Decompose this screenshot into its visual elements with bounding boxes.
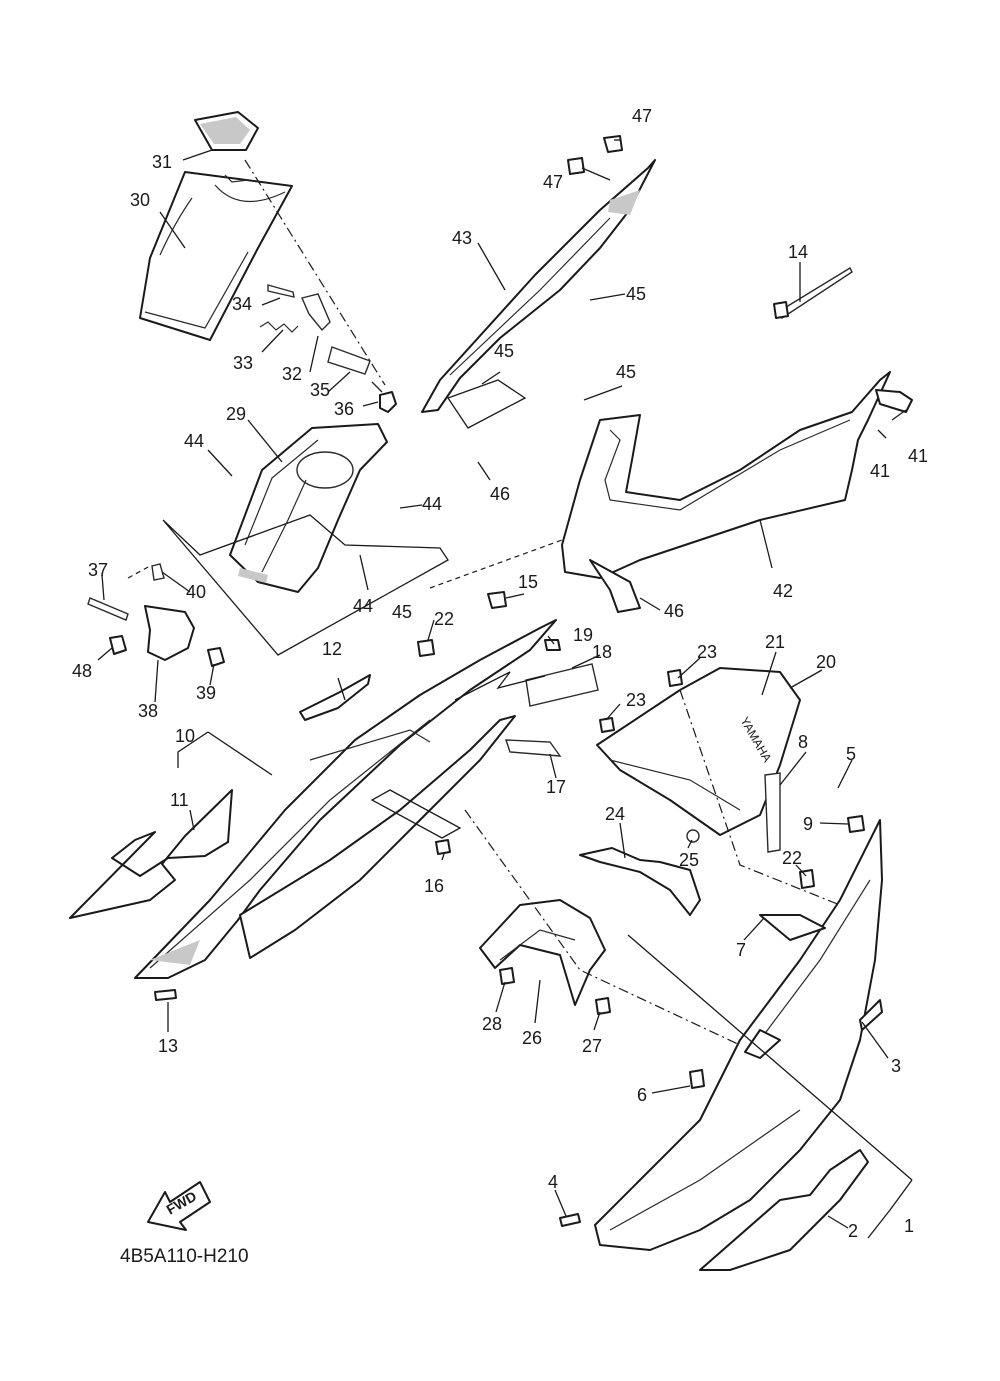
callout-47b: 47 [543, 172, 563, 192]
part-26-inner-fender [479, 899, 611, 1015]
bracket-45a [446, 379, 527, 429]
part-29-inner-panel [229, 423, 388, 593]
callout-29: 29 [226, 404, 246, 424]
callout-41a: 41 [908, 446, 928, 466]
part-2-decal [699, 1149, 869, 1271]
part-43-side-trim [421, 135, 656, 413]
callout-41b: 41 [870, 461, 890, 481]
fwd-arrow-icon: FWD [147, 1181, 211, 1231]
alignment-line-20 [679, 689, 841, 906]
callout-44b: 44 [422, 494, 442, 514]
callout-5: 5 [846, 744, 856, 764]
callout-1: 1 [904, 1216, 914, 1236]
part-14-cable-tie [773, 267, 853, 319]
bracket-16 [370, 789, 462, 839]
callout-6: 6 [637, 1085, 647, 1105]
callout-35: 35 [310, 380, 330, 400]
callout-44a: 44 [184, 431, 204, 451]
part-31-cap [194, 111, 259, 151]
dotted-42 [429, 539, 563, 589]
bracket-29 [162, 514, 449, 656]
callout-7: 7 [736, 940, 746, 960]
callout-45c: 45 [616, 362, 636, 382]
callout-48: 48 [72, 661, 92, 681]
callout-9: 9 [803, 814, 813, 834]
callout-30: 30 [130, 190, 150, 210]
part-13-clip [154, 989, 177, 1001]
callout-38: 38 [138, 701, 158, 721]
callout-4: 4 [548, 1172, 558, 1192]
callout-18: 18 [592, 642, 612, 662]
callout-28: 28 [482, 1014, 502, 1034]
part-11-decal [69, 789, 233, 919]
callout-12: 12 [322, 639, 342, 659]
callout-10: 10 [175, 726, 195, 746]
callout-45b: 45 [494, 341, 514, 361]
callout-11: 11 [170, 790, 189, 810]
callout-13: 13 [158, 1036, 178, 1056]
callout-20: 20 [816, 652, 836, 672]
callout-47a: 47 [632, 106, 652, 126]
callout-39: 39 [196, 683, 216, 703]
callout-43: 43 [452, 228, 472, 248]
part-6-clip [689, 1069, 705, 1089]
part-37-to-40-latch [87, 563, 225, 667]
callout-8: 8 [798, 732, 808, 752]
callout-25: 25 [679, 850, 699, 870]
callout-21: 21 [765, 632, 785, 652]
callout-22b: 22 [782, 848, 802, 868]
callout-14: 14 [788, 242, 808, 262]
callout-32: 32 [282, 364, 302, 384]
part-30-rear-cover [139, 171, 293, 341]
callout-44c: 44 [353, 596, 373, 616]
callout-24: 24 [605, 804, 625, 824]
callout-labels: 1 2 3 4 5 6 7 8 9 10 11 12 13 14 15 16 1… [72, 106, 928, 1241]
callout-27: 27 [582, 1036, 602, 1056]
callout-40: 40 [186, 582, 206, 602]
callout-37: 37 [88, 560, 108, 580]
callout-15: 15 [518, 572, 538, 592]
part-42-side-cover [561, 371, 913, 613]
callout-45a: 45 [626, 284, 646, 304]
callout-46b: 46 [664, 601, 684, 621]
callout-33: 33 [233, 353, 253, 373]
callout-17: 17 [546, 777, 566, 797]
callout-19: 19 [573, 625, 593, 645]
callout-46a: 46 [490, 484, 510, 504]
part-32-to-36-hinge [259, 284, 397, 413]
leader-18 [454, 671, 546, 701]
alignment-line-26 [464, 809, 741, 1046]
part-8-strip [764, 772, 865, 889]
part-15-to-19-parts [417, 591, 599, 855]
callout-45d: 45 [392, 602, 412, 622]
part-12-logo [299, 674, 371, 721]
part-1-front-panel [594, 819, 883, 1251]
part-10-main-panel [134, 619, 557, 979]
part-4-clip [559, 1213, 581, 1227]
callout-3: 3 [891, 1056, 901, 1076]
callout-23b: 23 [626, 690, 646, 710]
callout-42: 42 [773, 581, 793, 601]
dotted-line [127, 565, 151, 579]
leader-lines [97, 139, 913, 1239]
part-20-seat-cover: YAMAHA [596, 667, 801, 836]
callout-34: 34 [232, 294, 252, 314]
callout-36: 36 [334, 399, 354, 419]
alignment-line [244, 159, 386, 386]
callout-22a: 22 [434, 609, 454, 629]
drawing-code: 4B5A110-H210 [120, 1246, 249, 1267]
callout-2: 2 [848, 1221, 858, 1241]
part-3-logo [859, 999, 883, 1031]
part-24-bracket [579, 829, 701, 916]
callout-16: 16 [424, 876, 444, 896]
callout-26: 26 [522, 1028, 542, 1048]
callout-23a: 23 [697, 642, 717, 662]
callout-31: 31 [152, 152, 172, 172]
